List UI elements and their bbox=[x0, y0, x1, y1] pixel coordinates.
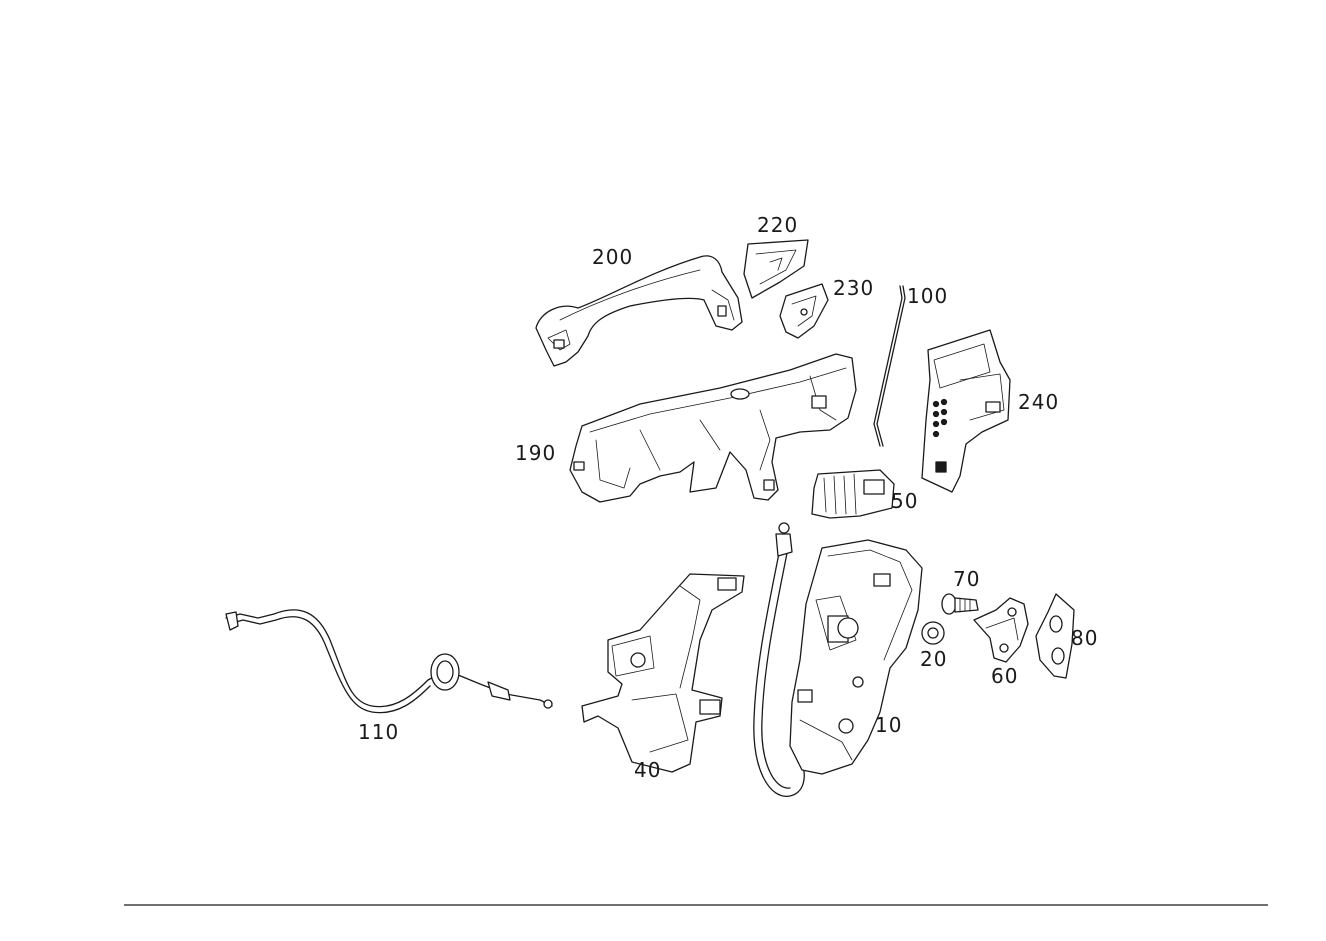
label-50: 50 bbox=[891, 489, 918, 513]
part-230-bracket bbox=[779, 283, 829, 339]
part-10-door-lock bbox=[789, 539, 923, 775]
part-100-rod bbox=[873, 285, 906, 447]
label-110: 110 bbox=[358, 720, 399, 744]
label-220: 220 bbox=[757, 213, 798, 237]
part-220-cap bbox=[743, 239, 809, 299]
label-60: 60 bbox=[991, 664, 1018, 688]
part-240-carrier bbox=[921, 329, 1011, 493]
part-70-bolt bbox=[941, 593, 979, 615]
label-240: 240 bbox=[1018, 390, 1059, 414]
part-80-plate bbox=[1035, 593, 1075, 679]
part-190-handle-carrier bbox=[569, 353, 857, 503]
part-20-screw bbox=[921, 621, 945, 645]
part-50-module bbox=[811, 469, 895, 519]
label-70: 70 bbox=[953, 567, 980, 591]
label-10: 10 bbox=[875, 713, 902, 737]
label-20: 20 bbox=[920, 647, 947, 671]
label-40: 40 bbox=[634, 758, 661, 782]
cable-loop bbox=[753, 522, 805, 797]
label-80: 80 bbox=[1071, 626, 1098, 650]
label-190: 190 bbox=[515, 441, 556, 465]
label-200: 200 bbox=[592, 245, 633, 269]
part-110-cable bbox=[225, 609, 553, 714]
part-60-lever bbox=[973, 597, 1029, 663]
part-40-lock-bracket bbox=[581, 573, 745, 773]
part-200-door-handle bbox=[535, 255, 743, 367]
label-230: 230 bbox=[833, 276, 874, 300]
label-100: 100 bbox=[907, 284, 948, 308]
